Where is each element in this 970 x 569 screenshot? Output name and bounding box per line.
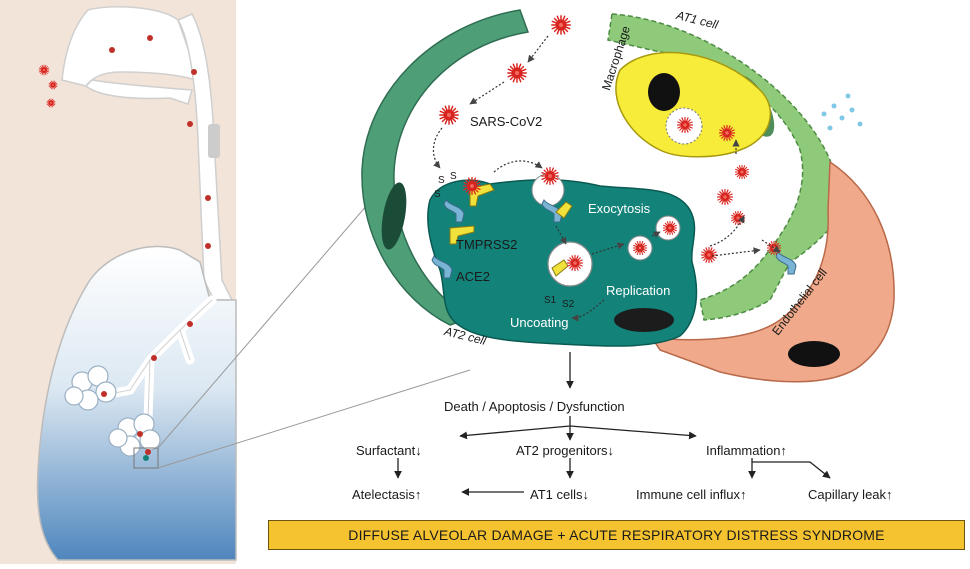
diagnosis-banner: DIFFUSE ALVEOLAR DAMAGE + ACUTE RESPIRAT… [268,520,965,550]
alveolar-wall [361,9,530,326]
spike-s-label: S [450,171,457,182]
s1-label: S1 [544,295,557,306]
atelectasis-label: Atelectasis↑ [352,487,422,502]
cytokine-dots [821,93,863,131]
death-apoptosis-label: Death / Apoptosis / Dysfunction [444,399,625,414]
spike-s-label: S [434,189,441,200]
sars-cov2-label: SARS-CoV2 [470,114,543,129]
zoom-lines [157,189,471,469]
uncoating-label: Uncoating [510,315,569,330]
ace2-receptor-icon [431,199,797,279]
body-virus-dots [101,35,211,455]
ace2-label: ACE2 [456,269,490,284]
flow-arrows [394,352,831,496]
inflammation-label: Inflammation↑ [706,443,787,458]
exocytosis-label: Exocytosis [588,201,651,216]
surfactant-label: Surfactant↓ [356,443,422,458]
immune-cell-influx-label: Immune cell influx↑ [636,487,747,502]
at2-progenitors-label: AT2 progenitors↓ [516,443,615,458]
s2-label: S2 [562,299,575,310]
capillary-leak-label: Capillary leak↑ [808,487,893,502]
spike-s-label: S [438,175,445,186]
endothelial-cell [650,160,895,383]
at1-cells-label: AT1 cells↓ [530,487,589,502]
tmprss2-label: TMPRSS2 [456,237,518,252]
body-panel [0,0,237,564]
pathway-arrows [432,35,781,322]
replication-label: Replication [606,283,671,298]
